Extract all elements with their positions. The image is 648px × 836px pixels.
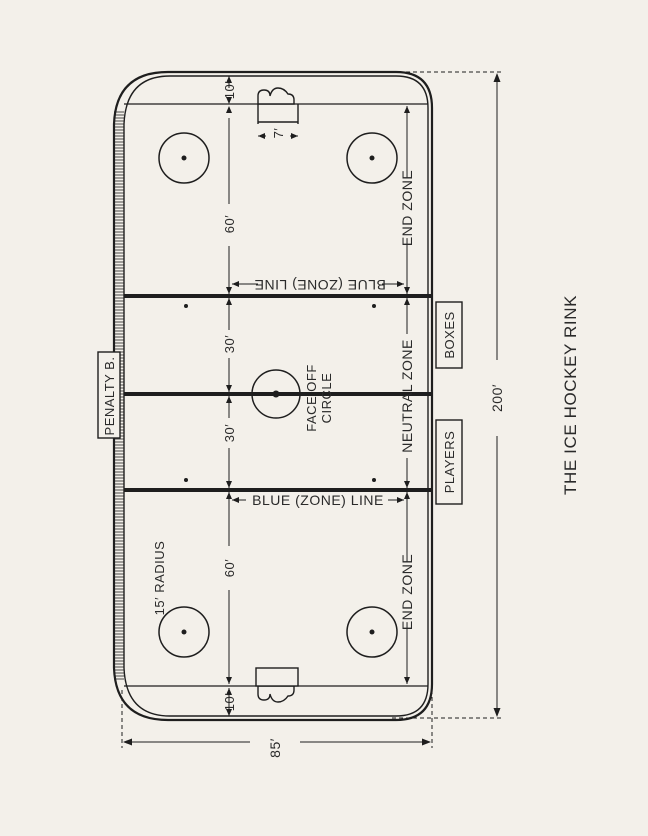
width-arrowheads	[123, 738, 431, 746]
dim-length: 200′	[489, 384, 505, 412]
neutral-spot-1	[184, 304, 188, 308]
end-zone-top-label: END ZONE	[399, 170, 415, 246]
width-dimension	[121, 690, 433, 748]
blue-line-top-label: BLUE (ZONE) LINE	[254, 277, 386, 293]
boards-hatching	[114, 111, 124, 680]
players-box	[435, 419, 463, 505]
faceoff-spot-top-left	[181, 155, 187, 161]
neutral-spot-3	[184, 478, 188, 482]
penalty-box-label: PENALTY B.	[102, 357, 117, 436]
neutral-spot-4	[372, 478, 376, 482]
dim-goal-line-bottom: 10′	[222, 693, 237, 711]
dim-goal-line-top: 10′	[222, 81, 237, 99]
arrowheads	[226, 76, 410, 716]
dim-end-top: 60′	[222, 215, 237, 233]
face-off-label-line1: FACE OFF	[304, 364, 319, 432]
dim-end-bottom: 60′	[222, 559, 237, 577]
end-zone-bottom-label: END ZONE	[399, 554, 415, 630]
faceoff-circle-top-left	[158, 132, 210, 184]
faceoff-circles	[158, 132, 398, 658]
penalty-box	[97, 351, 121, 439]
faceoff-spots	[181, 155, 376, 635]
boxes-label: BOXES	[442, 311, 457, 358]
rink-outline-group	[112, 70, 434, 722]
radius-label: 15′ RADIUS	[152, 541, 167, 616]
dim-neutral-bottom: 30′	[222, 424, 237, 442]
neutral-spot-2	[372, 304, 376, 308]
rink-boards-outer	[112, 70, 434, 722]
labels: END ZONE NEUTRAL ZONE END ZONE BLUE (ZON…	[102, 81, 580, 758]
length-dimension	[392, 71, 502, 719]
dim-width: 85′	[267, 738, 283, 758]
faceoff-circle-center	[251, 369, 301, 419]
faceoff-spot-bottom-right	[369, 629, 375, 635]
faceoff-spot-bottom-left	[181, 629, 187, 635]
faceoff-circle-top-right	[346, 132, 398, 184]
faceoff-spot-center	[272, 390, 280, 398]
blue-line-bottom-label: BLUE (ZONE) LINE	[252, 492, 384, 508]
boxes-box	[435, 301, 463, 369]
dim-neutral-top: 30′	[222, 335, 237, 353]
goal-net-bottom	[255, 667, 299, 703]
faceoff-circle-bottom-right	[346, 606, 398, 658]
neutral-zone-label: NEUTRAL ZONE	[399, 339, 415, 453]
faceoff-spot-top-right	[369, 155, 375, 161]
faceoff-circle-bottom-left	[158, 606, 210, 658]
face-off-label-line2: CIRCLE	[319, 373, 334, 424]
goal-net-top	[257, 87, 299, 124]
dim-goal-width: 7′	[271, 128, 286, 139]
length-arrowheads	[493, 73, 501, 717]
rink-boards-inner	[123, 75, 429, 717]
diagram-title: THE ICE HOCKEY RINK	[561, 295, 580, 495]
players-label: PLAYERS	[442, 431, 457, 494]
